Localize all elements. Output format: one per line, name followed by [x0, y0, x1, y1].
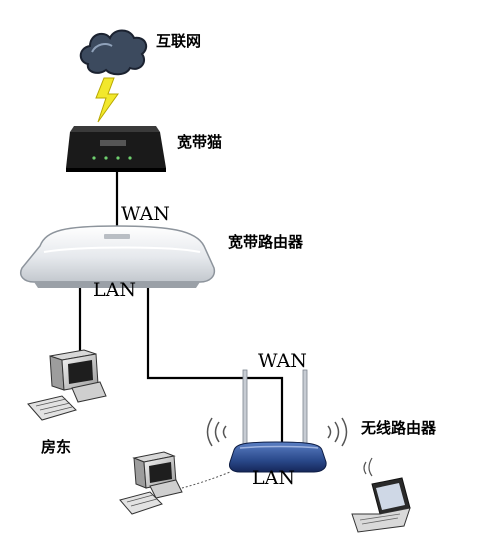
- router-lan-label: LAN: [93, 279, 136, 301]
- cables: [71, 172, 284, 452]
- wireless-router-icon: [206, 369, 348, 473]
- lightning-bolt-icon: [95, 77, 119, 123]
- wifi-signal-left-icon: [206, 417, 227, 447]
- wireless-router-lan-label: LAN: [252, 467, 295, 489]
- desktop-computer-icon: [27, 349, 107, 421]
- laptop-icon: [351, 457, 411, 533]
- wireless-router-label: 无线路由器: [361, 419, 437, 437]
- modem-icon: [66, 126, 166, 172]
- cable-router-wireless-router: [146, 282, 284, 452]
- wifi-signal-right-icon: [327, 417, 348, 447]
- router-label: 宽带路由器: [228, 233, 304, 251]
- laptop-wifi-icon: [363, 457, 373, 477]
- cloud-icon: [79, 29, 148, 76]
- internet-label: 互联网: [156, 32, 202, 50]
- wireless-router-wan-label: WAN: [258, 350, 307, 372]
- cable-router-landlord-pc: [71, 282, 82, 357]
- landlord-label: 房东: [41, 438, 72, 456]
- router-icon: [20, 225, 216, 288]
- router-wan-label: WAN: [121, 203, 170, 225]
- client-desktop-computer-icon: [119, 451, 231, 515]
- modem-label: 宽带猫: [177, 133, 223, 151]
